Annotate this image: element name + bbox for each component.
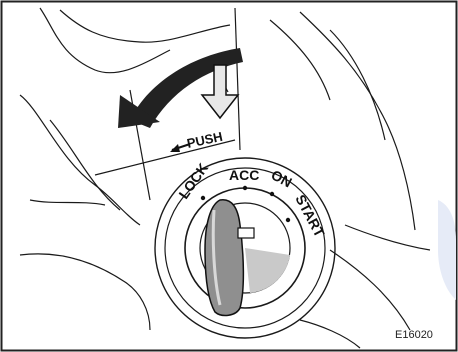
position-label-acc: ACC <box>229 167 259 183</box>
edge-tint <box>438 200 456 300</box>
position-label-start: START <box>292 192 328 240</box>
figure-code: E16020 <box>395 329 433 341</box>
position-label-lock: LOCK <box>175 160 211 202</box>
start-sector-shade <box>245 248 290 293</box>
